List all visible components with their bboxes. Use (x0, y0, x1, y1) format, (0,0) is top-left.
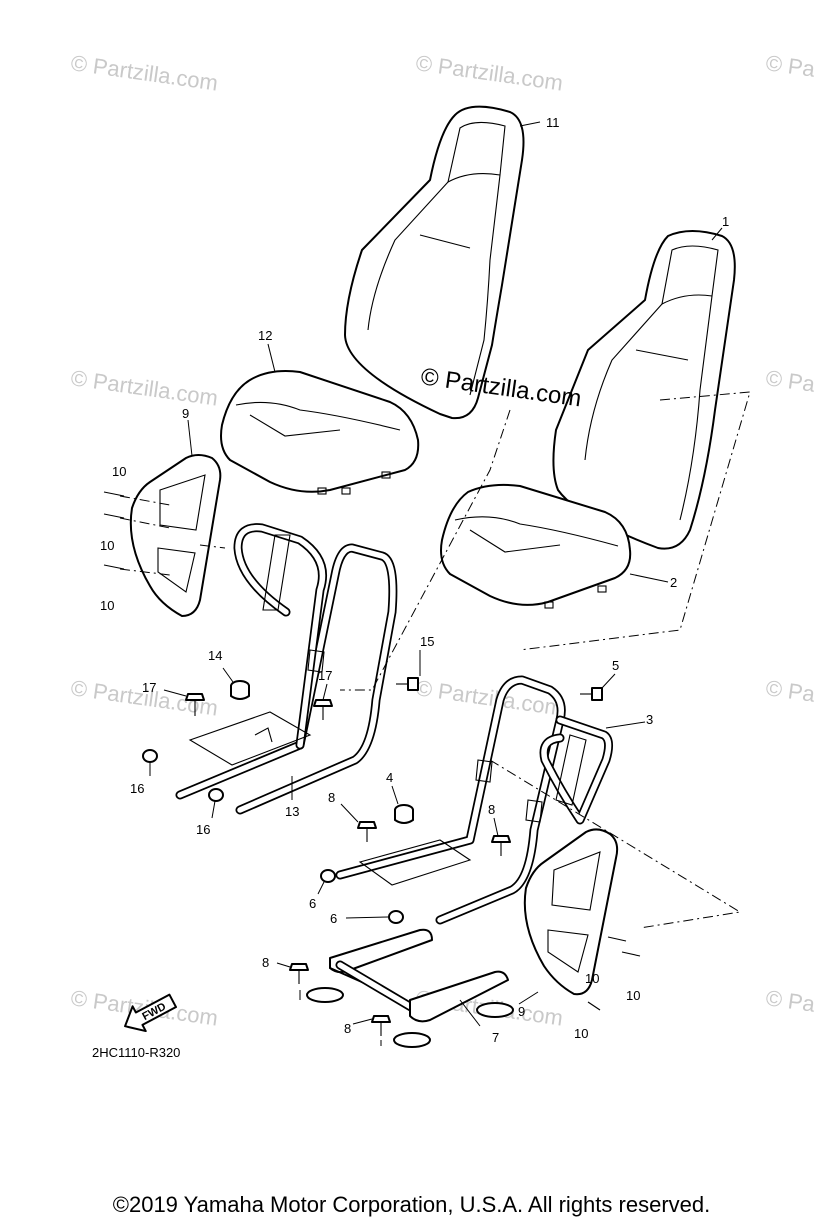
watermark-7: © Partzilla.com (414, 675, 564, 720)
callout-17-b[interactable]: 17 (318, 668, 332, 683)
part-6-cap-a[interactable] (320, 869, 336, 883)
part-17-bolt-b[interactable] (313, 699, 333, 720)
callout-10-e[interactable]: 10 (626, 988, 640, 1003)
part-9-side-panel-right[interactable] (523, 828, 619, 996)
callout-14[interactable]: 14 (208, 648, 222, 663)
callout-7[interactable]: 7 (492, 1030, 499, 1045)
part-14-bushing[interactable] (230, 680, 250, 700)
callout-9-right[interactable]: 9 (518, 1004, 525, 1019)
callout-10-d[interactable]: 10 (585, 971, 599, 986)
part-15-bolt[interactable] (396, 677, 419, 691)
callout-8-b[interactable]: 8 (488, 802, 495, 817)
diagram-code: 2HC1110-R320 (92, 1045, 180, 1060)
callout-16-b[interactable]: 16 (196, 822, 210, 837)
callout-6-a[interactable]: 6 (309, 896, 316, 911)
callout-1[interactable]: 1 (722, 214, 729, 229)
part-16-cap-b[interactable] (208, 788, 224, 802)
callout-13[interactable]: 13 (285, 804, 299, 819)
callout-3[interactable]: 3 (646, 712, 653, 727)
leader-lines (149, 121, 723, 1027)
part-8-bolt-c[interactable] (289, 963, 309, 984)
part-8-bolt-a[interactable] (357, 821, 377, 842)
part-5-bolt[interactable] (580, 687, 603, 701)
part-8-bolt-d[interactable] (371, 1015, 391, 1036)
watermark-3: © Pa (764, 50, 817, 82)
callout-4[interactable]: 4 (386, 770, 393, 785)
callout-2[interactable]: 2 (670, 575, 677, 590)
part-17-bolt-a[interactable] (185, 693, 205, 716)
callout-10-f[interactable]: 10 (574, 1026, 588, 1041)
watermark-11: © Pa (764, 985, 817, 1017)
part-16-cap-a[interactable] (142, 749, 158, 763)
part-8-bolt-b[interactable] (491, 835, 511, 856)
part-3-frame[interactable] (335, 675, 614, 925)
callout-10-a[interactable]: 10 (112, 464, 126, 479)
copyright-notice: ©2019 Yamaha Motor Corporation, U.S.A. A… (112, 1192, 711, 1217)
callout-10-c[interactable]: 10 (100, 598, 114, 613)
part-1-seat-back[interactable] (552, 230, 736, 550)
part-7-bracket[interactable] (306, 928, 514, 1048)
callout-8-d[interactable]: 8 (344, 1021, 351, 1036)
watermark-2: © Partzilla.com (414, 50, 564, 95)
watermark-1: © Partzilla.com (69, 50, 219, 95)
callout-10-b[interactable]: 10 (100, 538, 114, 553)
watermark-8: © Pa (764, 675, 817, 707)
callout-12[interactable]: 12 (258, 328, 272, 343)
callout-16-a[interactable]: 16 (130, 781, 144, 796)
callout-11[interactable]: 11 (546, 115, 560, 130)
callout-17-a[interactable]: 17 (142, 680, 156, 695)
part-6-cap-b[interactable] (388, 910, 404, 924)
assembly-lines (119, 391, 751, 1046)
watermark-5: © Pa (764, 365, 817, 397)
part-9-side-panel-left[interactable] (129, 454, 222, 617)
callout-6-b[interactable]: 6 (330, 911, 337, 926)
callout-9-left[interactable]: 9 (182, 406, 189, 421)
part-12-seat-cushion[interactable] (220, 370, 420, 495)
watermark-4: © Partzilla.com (69, 365, 219, 410)
part-4-bushing[interactable] (394, 804, 414, 824)
callout-8-c[interactable]: 8 (262, 955, 269, 970)
part-10-rivets[interactable] (103, 491, 641, 1011)
part-13-frame[interactable] (175, 523, 398, 815)
callouts: 11 1 12 9 10 10 10 2 15 14 5 17 17 3 4 1… (100, 115, 729, 1045)
callout-8-a[interactable]: 8 (328, 790, 335, 805)
part-2-seat-cushion[interactable] (440, 483, 632, 609)
callout-15[interactable]: 15 (420, 634, 434, 649)
part-11-seat-back[interactable] (344, 105, 525, 420)
callout-5[interactable]: 5 (612, 658, 619, 673)
